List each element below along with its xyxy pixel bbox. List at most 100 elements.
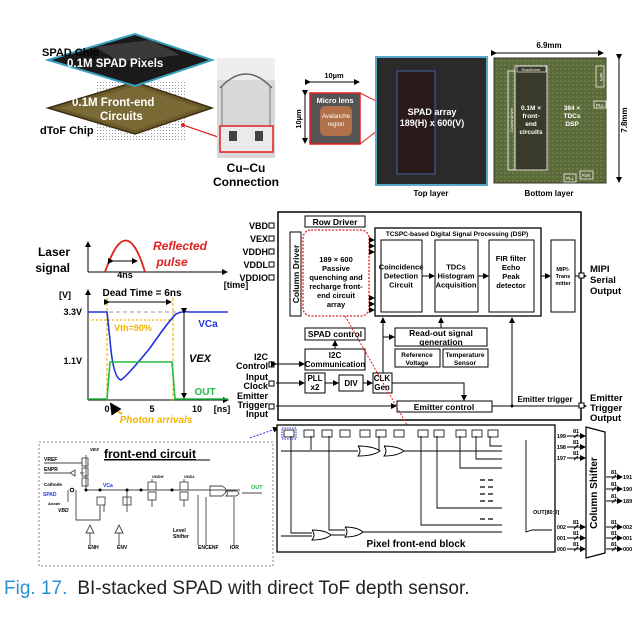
bus-out-189-slash [611, 498, 617, 504]
fe-ior: IOR [230, 545, 239, 551]
pixel-cell-2 [321, 429, 333, 438]
pixel-cell-3 [339, 429, 351, 438]
emitter-out-pad [578, 402, 585, 409]
frontend-pointer [249, 426, 279, 439]
bus-out-002-width: 81 [611, 520, 617, 526]
cu-label-1: Cu–Cu [227, 161, 266, 175]
photon-arrow [109, 402, 123, 416]
fe-schematic [44, 455, 262, 545]
bus-in-199-width: 81 [573, 429, 579, 435]
tdc-label-1: Histogram [437, 272, 474, 281]
emitter-in-pad [268, 403, 275, 410]
fir-label-0: FIR filter [496, 254, 526, 263]
emitter-trigger-label: Emitter trigger [517, 395, 572, 404]
avalanche-label-1: Avalanche [322, 114, 351, 120]
laser-pulse-curve [104, 239, 146, 273]
y-unit-label: [V] [59, 290, 71, 300]
array-line-0: 189 × 600 [319, 255, 353, 264]
temperature-1: Temperature [446, 352, 485, 359]
pixel-detail: 10µm 10µm Micro lens Avalanche region [294, 71, 401, 145]
bottom-layer-die: 6.9mm RowDriver ColumnDriver 0.1M × fron… [491, 41, 629, 198]
mipi-label-0: MIPI- [556, 267, 569, 273]
x-unit-label: [ns] [214, 404, 231, 414]
bus-in-001-width: 81 [573, 531, 579, 537]
bus-out-190-index: 190 [623, 487, 632, 493]
emitter-in-3: Input [246, 409, 268, 419]
spad-chip-array [95, 40, 180, 62]
dsp-text: CoincidenceDetectionCircuitTDCsHistogram… [379, 254, 572, 290]
bus-out-190-slash [611, 486, 617, 492]
node-2 [98, 488, 102, 492]
temperature-2: Sensor [454, 360, 477, 367]
dtof-chip-label: dToF Chip [40, 125, 94, 137]
pixel-block-frame [276, 424, 556, 553]
bus-in-198-slash [573, 444, 579, 450]
array-block [302, 229, 370, 317]
dtof-chip-surface [60, 86, 200, 130]
out-bus-label: OUT[80:0] [533, 510, 559, 516]
bus-out-001-slash [611, 535, 617, 541]
node-5 [170, 488, 174, 492]
pll-region-2 [563, 173, 577, 183]
vca-label: VCa [198, 319, 218, 330]
pixel-cell-4 [359, 429, 371, 438]
mipi-region [595, 65, 605, 88]
fe-vbd: VBD [58, 508, 69, 514]
bus-out-189-width: 81 [611, 494, 617, 500]
pixel-cell-9 [455, 429, 467, 438]
spad-pixels-label: 0.1M SPAD Pixels [67, 58, 163, 70]
avalanche-square [320, 106, 352, 136]
column-driver-region [507, 70, 516, 171]
cu-link-dot [181, 123, 185, 127]
mipi-out-3: Output [590, 286, 622, 297]
bus-out-001-index: 001 [623, 536, 632, 542]
dsp-title: TCSPC-based Digital Signal Processing (D… [386, 231, 528, 238]
x-tick-0: 0 [104, 404, 109, 414]
pll-region-1 [593, 100, 607, 109]
frontend-border [38, 441, 274, 567]
tdc-label-2: Acquisition [436, 281, 477, 290]
row-driver-label: Row Driver [313, 217, 359, 227]
column-driver-block [289, 231, 302, 317]
time-unit-label: [time] [224, 280, 249, 290]
column-shifter-label: Column Shifter [589, 457, 600, 529]
bus-in-002-slash [573, 524, 579, 530]
figure-caption: Fig. 17.BI-stacked SPAD with direct ToF … [4, 578, 470, 600]
pin-pad-vex [268, 235, 275, 242]
coincidence-label-1: Detection [384, 272, 419, 281]
pixel-cell-6 [393, 429, 405, 438]
div-label: DIV [344, 379, 358, 388]
coincidence-block [380, 239, 423, 313]
stacked-chip-illustration: SPAD Chip 0.1M SPAD Pixels 0.1M Front-en… [40, 32, 222, 140]
fe-vex: VEX [90, 447, 100, 452]
array-line-5: array [327, 300, 346, 309]
pin-pad-vbd [268, 222, 275, 229]
fe-enh: ENH [88, 545, 99, 551]
pixel-cell-1 [303, 429, 315, 438]
row-driver-label: RowDriver [522, 67, 541, 72]
fe-encenf: ENCENF [198, 545, 219, 551]
bus-out-191-width: 81 [611, 470, 617, 476]
frontend-label-2: Circuits [100, 111, 143, 123]
bus-in-199-slash [573, 433, 579, 439]
vex-label: VEX [189, 353, 212, 365]
cu-label-2: Connection [213, 175, 279, 189]
out-curve [88, 361, 228, 400]
row-driver-block [304, 215, 366, 228]
bus-out-002-index: 002 [623, 525, 632, 531]
clk-gen-2: Gen [374, 383, 390, 392]
column-shifter-block [585, 426, 606, 559]
tdc-label-2: TDCs [564, 113, 581, 120]
pixel-block-title: Pixel front-end block [367, 539, 466, 550]
pixel-cell-7 [417, 429, 429, 438]
row-driver-region [516, 65, 547, 73]
fe-out: OUT [251, 485, 263, 491]
clk-gen-1: CLK [374, 374, 391, 383]
emitter-out-3: Output [590, 413, 622, 424]
avalanche-label-2: region [328, 122, 345, 128]
col-driver-label: ColumnDriver [509, 107, 514, 132]
spad-array-label: SPAD array [408, 107, 457, 117]
